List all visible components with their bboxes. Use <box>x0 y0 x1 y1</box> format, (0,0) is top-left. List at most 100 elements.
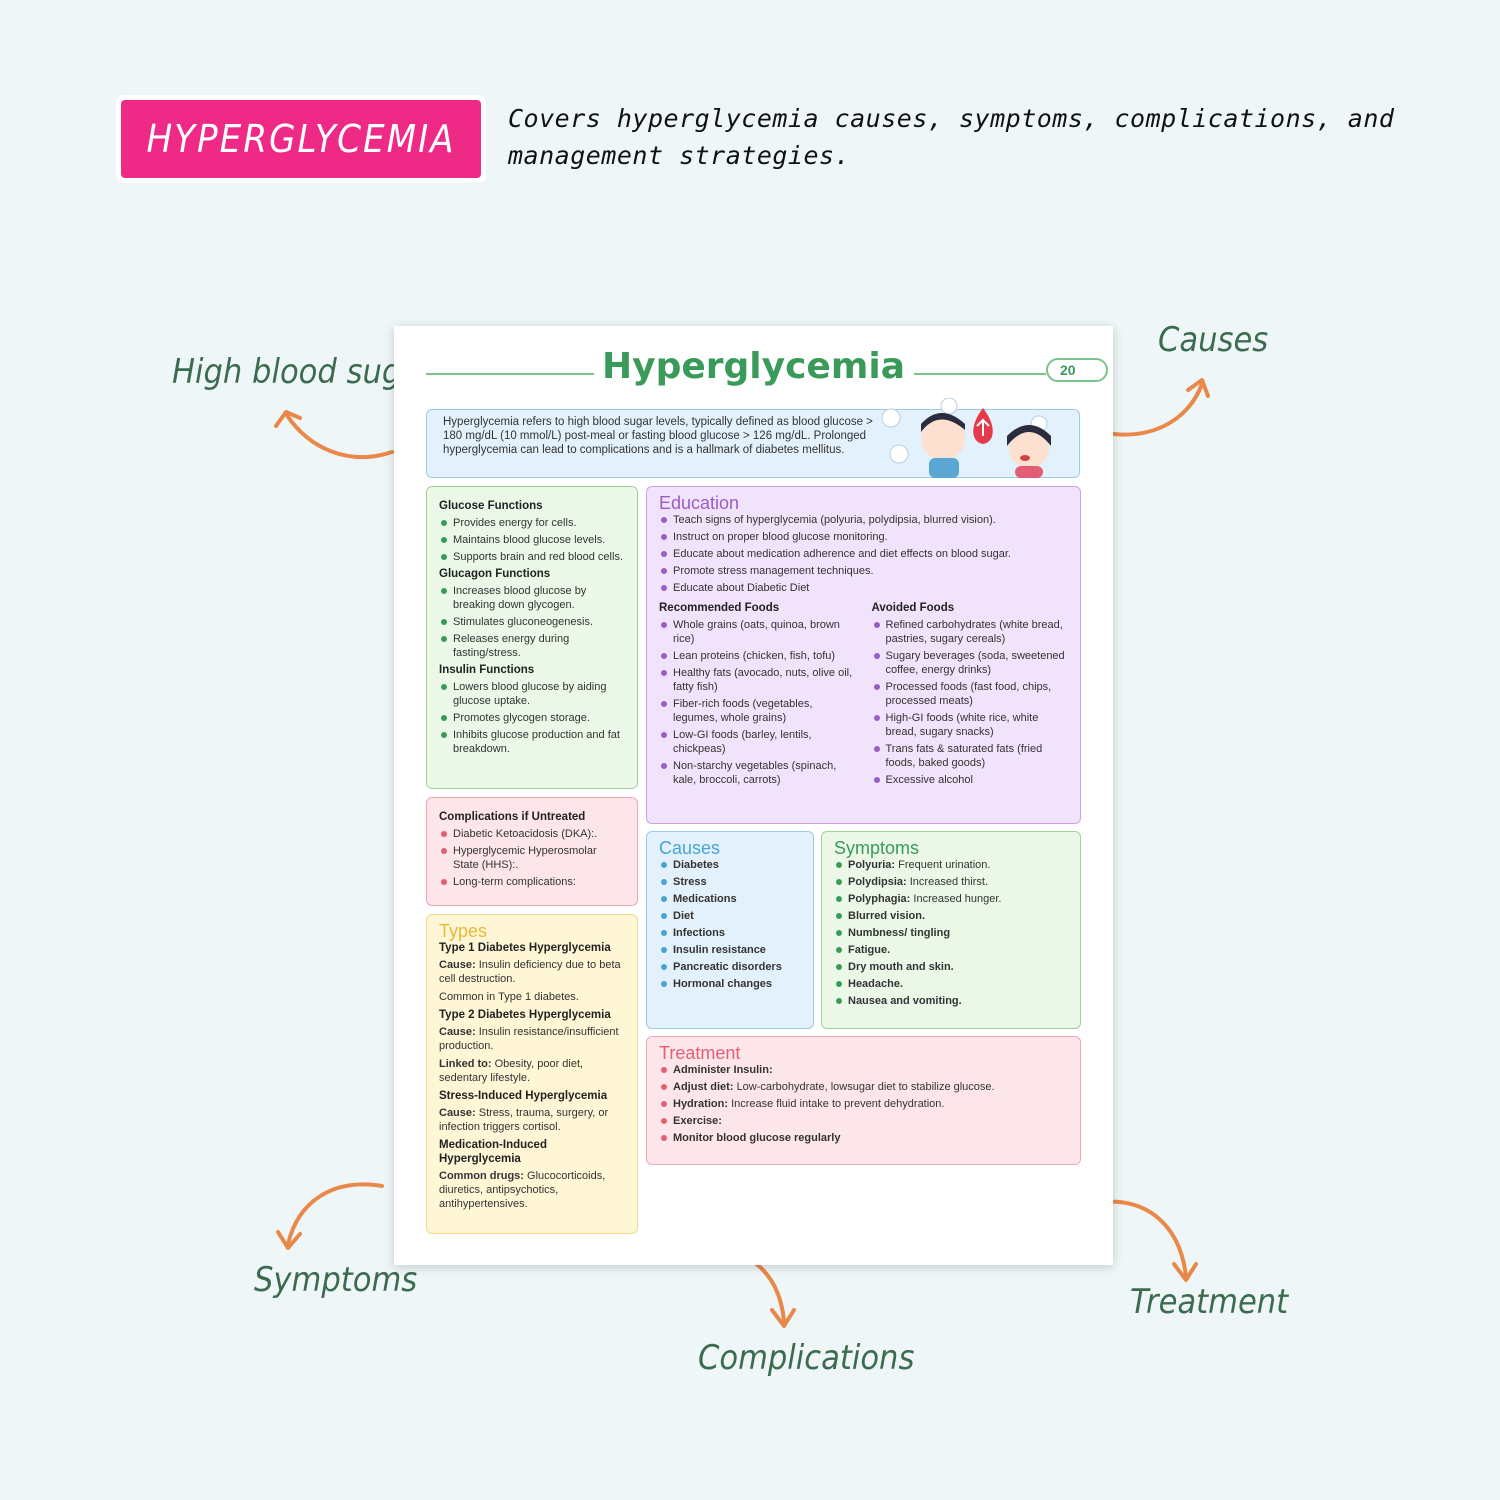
education-list: Teach signs of hyperglycemia (polyuria, … <box>659 513 1068 595</box>
insulin-functions-heading: Insulin Functions <box>439 664 535 676</box>
symptoms-heading: Symptoms <box>834 838 920 858</box>
glucagon-functions-heading: Glucagon Functions <box>439 568 551 580</box>
recommended-heading: Recommended Foods <box>659 602 780 614</box>
cause-label: Cause: <box>439 1107 476 1119</box>
treatment-label: Hydration: <box>673 1098 728 1110</box>
stress-heading: Stress-Induced Hyperglycemia <box>439 1090 608 1102</box>
recommended-list: Whole grains (oats, quinoa, brown rice) … <box>659 618 856 787</box>
list-item: Hormonal changes <box>659 977 801 991</box>
list-item: Refined carbohydrates (white bread, past… <box>872 618 1069 646</box>
drugs-label: Common drugs: <box>439 1170 524 1182</box>
title-rule-left <box>426 373 594 375</box>
recommended-foods: Recommended Foods Whole grains (oats, qu… <box>659 598 856 790</box>
list-item: Diabetic Ketoacidosis (DKA):. <box>439 827 625 841</box>
list-item: Long-term complications: <box>439 875 625 889</box>
cause-label: Cause: <box>439 959 476 971</box>
complications-box: Complications if Untreated Diabetic Keto… <box>426 797 638 906</box>
symptom-label: Polyphagia: <box>848 893 911 905</box>
list-item: Medications <box>659 892 801 906</box>
patients-illustration-icon <box>881 398 1051 478</box>
list-item: Adjust diet: Low-carbohydrate, lowsugar … <box>659 1080 1068 1094</box>
callout-high-blood-sugar: High blood sugar <box>172 352 433 392</box>
symptoms-list: Polyuria: Frequent urination. Polydipsia… <box>834 858 1068 1008</box>
list-item: Increases blood glucose by breaking down… <box>439 584 625 612</box>
worksheet-title: Hyperglycemia <box>601 346 905 387</box>
title-rule-right <box>914 373 1046 375</box>
type1-heading: Type 1 Diabetes Hyperglycemia <box>439 942 611 954</box>
list-item: Low-GI foods (barley, lentils, chickpeas… <box>659 728 856 756</box>
types-box: Types Type 1 Diabetes Hyperglycemia Caus… <box>426 914 638 1234</box>
list-item: Polyuria: Frequent urination. <box>834 858 1068 872</box>
list-item: Instruct on proper blood glucose monitor… <box>659 530 1068 544</box>
title-badge: HYPERGLYCEMIA <box>116 95 486 183</box>
list-item: High-GI foods (white rice, white bread, … <box>872 711 1069 739</box>
symptom-label: Polyuria: <box>848 859 896 871</box>
insulin-functions-list: Lowers blood glucose by aiding glucose u… <box>439 680 625 756</box>
types-heading: Types <box>439 921 488 941</box>
list-item: Hydration: Increase fluid intake to prev… <box>659 1097 1068 1111</box>
list-item: Promotes glycogen storage. <box>439 711 625 725</box>
drugs-text: Glucocorticoids, diuretics, antipsychoti… <box>439 1170 606 1210</box>
causes-heading: Causes <box>659 838 721 858</box>
list-item: Nausea and vomiting. <box>834 994 1068 1008</box>
list-item: Promote stress management techniques. <box>659 564 1068 578</box>
cause-label: Cause: <box>439 1026 476 1038</box>
medication-drugs: Common drugs: Glucocorticoids, diuretics… <box>439 1169 625 1211</box>
list-item: Infections <box>659 926 801 940</box>
list-item: Blurred vision. <box>834 909 1068 923</box>
cause-text: Insulin deficiency due to beta cell dest… <box>439 959 621 985</box>
treatment-heading: Treatment <box>659 1043 741 1063</box>
arrow-high-blood-sugar-icon <box>274 410 394 460</box>
symptoms-box: Symptoms Polyuria: Frequent urination. P… <box>821 831 1081 1029</box>
complications-list: Diabetic Ketoacidosis (DKA):. Hyperglyce… <box>439 827 625 889</box>
list-item: Educate about medication adherence and d… <box>659 547 1068 561</box>
symptom-label: Nausea and vomiting. <box>848 995 962 1007</box>
causes-box: Causes Diabetes Stress Medications Diet … <box>646 831 814 1029</box>
intro-text: Hyperglycemia refers to high blood sugar… <box>443 416 873 456</box>
list-item: Insulin resistance <box>659 943 801 957</box>
medication-heading: Medication-Induced Hyperglycemia <box>439 1139 547 1165</box>
list-item: Fatigue. <box>834 943 1068 957</box>
list-item: Teach signs of hyperglycemia (polyuria, … <box>659 513 1068 527</box>
list-item: Pancreatic disorders <box>659 960 801 974</box>
education-box: Education Teach signs of hyperglycemia (… <box>646 486 1081 824</box>
treatment-text: Low-carbohydrate, lowsugar diet to stabi… <box>736 1081 995 1093</box>
callout-treatment: Treatment <box>1130 1282 1289 1322</box>
list-item: Maintains blood glucose levels. <box>439 533 625 547</box>
list-item: Whole grains (oats, quinoa, brown rice) <box>659 618 856 646</box>
promo-description: Covers hyperglycemia causes, symptoms, c… <box>508 104 1395 170</box>
glucagon-functions-list: Increases blood glucose by breaking down… <box>439 584 625 660</box>
cause-text: Stress, trauma, surgery, or infection tr… <box>439 1107 609 1133</box>
treatment-text: Increase fluid intake to prevent dehydra… <box>731 1098 945 1110</box>
list-item: Fiber-rich foods (vegetables, legumes, w… <box>659 697 856 725</box>
callout-complications: Complications <box>698 1338 915 1378</box>
list-item: Lean proteins (chicken, fish, tofu) <box>659 649 856 663</box>
glucose-functions-heading: Glucose Functions <box>439 500 543 512</box>
treatment-label: Administer Insulin: <box>673 1064 773 1076</box>
list-item: Releases energy during fasting/stress. <box>439 632 625 660</box>
symptom-label: Numbness/ tingling <box>848 927 951 939</box>
callout-causes: Causes <box>1158 320 1269 360</box>
treatment-box: Treatment Administer Insulin: Adjust die… <box>646 1036 1081 1165</box>
treatment-label: Monitor blood glucose regularly <box>673 1132 841 1144</box>
symptom-label: Polydipsia: <box>848 876 907 888</box>
symptom-label: Blurred vision. <box>848 910 926 922</box>
list-item: Administer Insulin: <box>659 1063 1068 1077</box>
list-item: Exercise: <box>659 1114 1068 1128</box>
avoided-foods: Avoided Foods Refined carbohydrates (whi… <box>872 598 1069 790</box>
symptom-label: Dry mouth and skin. <box>848 961 954 973</box>
list-item: Sugary beverages (soda, sweetened coffee… <box>872 649 1069 677</box>
list-item: Hyperglycemic Hyperosmolar State (HHS):. <box>439 844 625 872</box>
list-item: Diabetes <box>659 858 801 872</box>
symptom-text: Increased thirst. <box>909 876 989 888</box>
list-item: Non-starchy vegetables (spinach, kale, b… <box>659 759 856 787</box>
causes-list: Diabetes Stress Medications Diet Infecti… <box>659 858 801 991</box>
cause-text: Insulin resistance/insufficient producti… <box>439 1026 619 1052</box>
intro-box: Hyperglycemia refers to high blood sugar… <box>426 398 1080 478</box>
list-item: Provides energy for cells. <box>439 516 625 530</box>
symptom-label: Fatigue. <box>848 944 891 956</box>
list-item: Processed foods (fast food, chips, proce… <box>872 680 1069 708</box>
list-item: Polydipsia: Increased thirst. <box>834 875 1068 889</box>
arrow-causes-icon <box>1100 378 1210 437</box>
title-badge-label: HYPERGLYCEMIA <box>121 100 481 178</box>
